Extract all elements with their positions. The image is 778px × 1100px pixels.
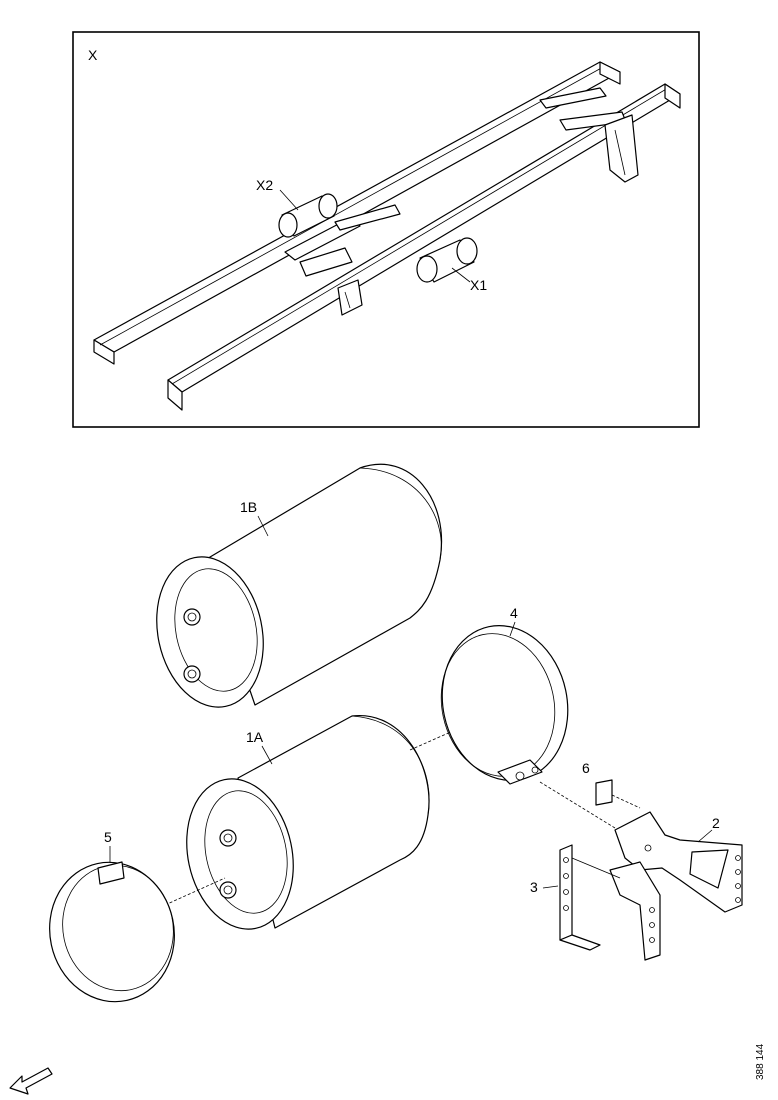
cross-members bbox=[284, 87, 627, 277]
chassis-rail-right bbox=[167, 83, 681, 411]
tank-mount-bracket-detail bbox=[337, 279, 363, 316]
part-2-label: 2 bbox=[712, 815, 720, 831]
document-number: 388 144 bbox=[755, 1043, 766, 1080]
strap-4 bbox=[440, 625, 569, 785]
detail-view-x: X bbox=[72, 31, 700, 428]
air-tank-1b bbox=[156, 463, 442, 708]
rear-hanger bbox=[604, 114, 639, 183]
strap-5 bbox=[49, 861, 175, 1003]
callout-x1: X1 bbox=[470, 277, 487, 293]
assembly-line-6 bbox=[611, 794, 641, 809]
air-tank-1a bbox=[186, 715, 430, 930]
plate-6 bbox=[595, 779, 613, 806]
part-1b-label: 1B bbox=[240, 499, 257, 515]
part-4-label: 4 bbox=[510, 605, 518, 621]
assembly-line-5 bbox=[164, 877, 226, 906]
bracket-2 bbox=[614, 811, 743, 913]
part-5-label: 5 bbox=[104, 829, 112, 845]
tank-x1-detail bbox=[416, 237, 478, 283]
callout-x2: X2 bbox=[256, 177, 273, 193]
part-3-label: 3 bbox=[530, 879, 538, 895]
tank-x2-detail bbox=[278, 193, 338, 238]
part-1a-label: 1A bbox=[246, 729, 264, 745]
forward-arrow-icon bbox=[9, 1067, 53, 1095]
bracket-3 bbox=[559, 844, 661, 961]
part-6-label: 6 bbox=[582, 760, 590, 776]
detail-view-label: X bbox=[88, 47, 98, 63]
chassis-rail-left bbox=[93, 61, 621, 365]
